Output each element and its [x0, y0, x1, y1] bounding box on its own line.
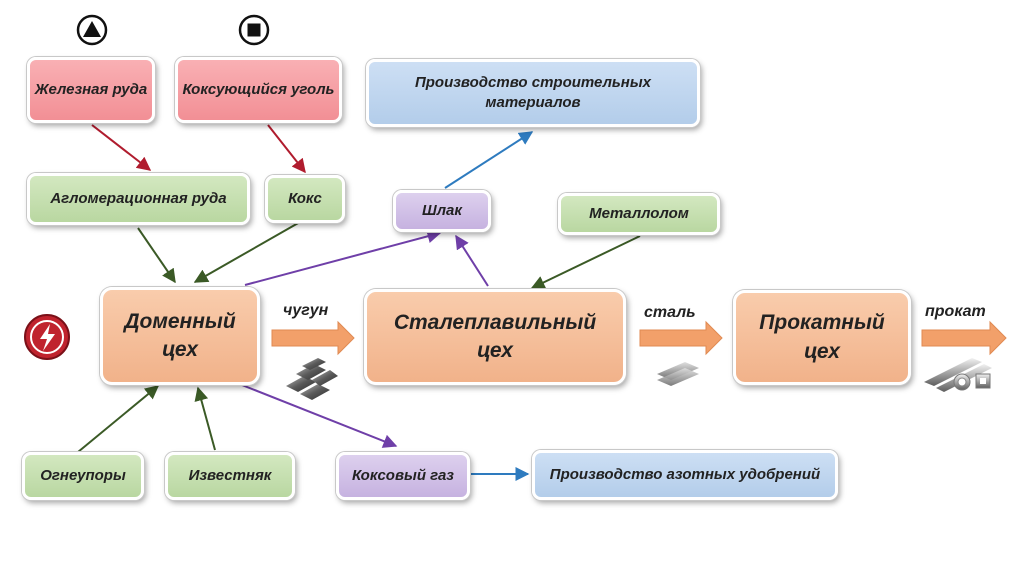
node-steelmaking: Сталеплавильный цех	[364, 289, 626, 385]
triangle-in-circle-icon	[76, 14, 108, 46]
arrow-ore-to-sinter	[91, 124, 152, 171]
node-building-materials: Производство строительных материалов	[366, 59, 700, 127]
node-slag: Шлак	[393, 190, 491, 232]
arrow-scrap-to-steelmaking	[530, 235, 641, 289]
node-fertilizers: Производство азотных удобрений	[532, 450, 838, 500]
flow-label-steel: сталь	[644, 304, 696, 321]
node-refractories: Огнеупоры	[22, 452, 144, 500]
flow-arrow-pig-iron	[271, 320, 355, 356]
lightning-in-circle-icon	[22, 312, 72, 362]
arrow-sinter-to-furnace	[137, 227, 176, 284]
node-coke: Кокс	[265, 175, 345, 223]
rolled-pipes-image	[922, 352, 1000, 394]
node-coking-coal: Коксующийся уголь	[175, 57, 342, 123]
arrow-coal-to-coke	[267, 124, 306, 174]
arrow-refractories-to-furnace	[77, 385, 160, 453]
node-iron-ore: Железная руда	[27, 57, 155, 123]
flow-arrow-steel	[639, 320, 723, 356]
node-sinter: Агломерационная руда	[27, 173, 250, 225]
arrow-furnace-to-slag	[244, 229, 442, 286]
arrow-slag-to-building	[444, 131, 534, 189]
node-limestone: Известняк	[165, 452, 295, 500]
square-in-circle-icon	[238, 14, 270, 46]
flow-label-pig-iron: чугун	[283, 302, 329, 319]
node-blast-furnace: Доменный цех	[100, 287, 260, 385]
node-rolling: Прокатный цех	[733, 290, 911, 385]
arrow-steelmaking-to-slag	[455, 234, 489, 287]
arrow-furnace-to-gas	[241, 384, 398, 448]
pig-iron-ingots-image	[282, 356, 340, 400]
flow-arrow-rolled	[921, 320, 1007, 356]
node-scrap: Металлолом	[558, 193, 720, 235]
flow-label-rolled: прокат	[925, 303, 986, 320]
arrow-coke-to-furnace	[193, 221, 301, 283]
node-coke-gas: Коксовый газ	[336, 452, 470, 500]
arrow-limestone-to-furnace	[194, 386, 216, 451]
steel-bars-image	[655, 356, 701, 386]
